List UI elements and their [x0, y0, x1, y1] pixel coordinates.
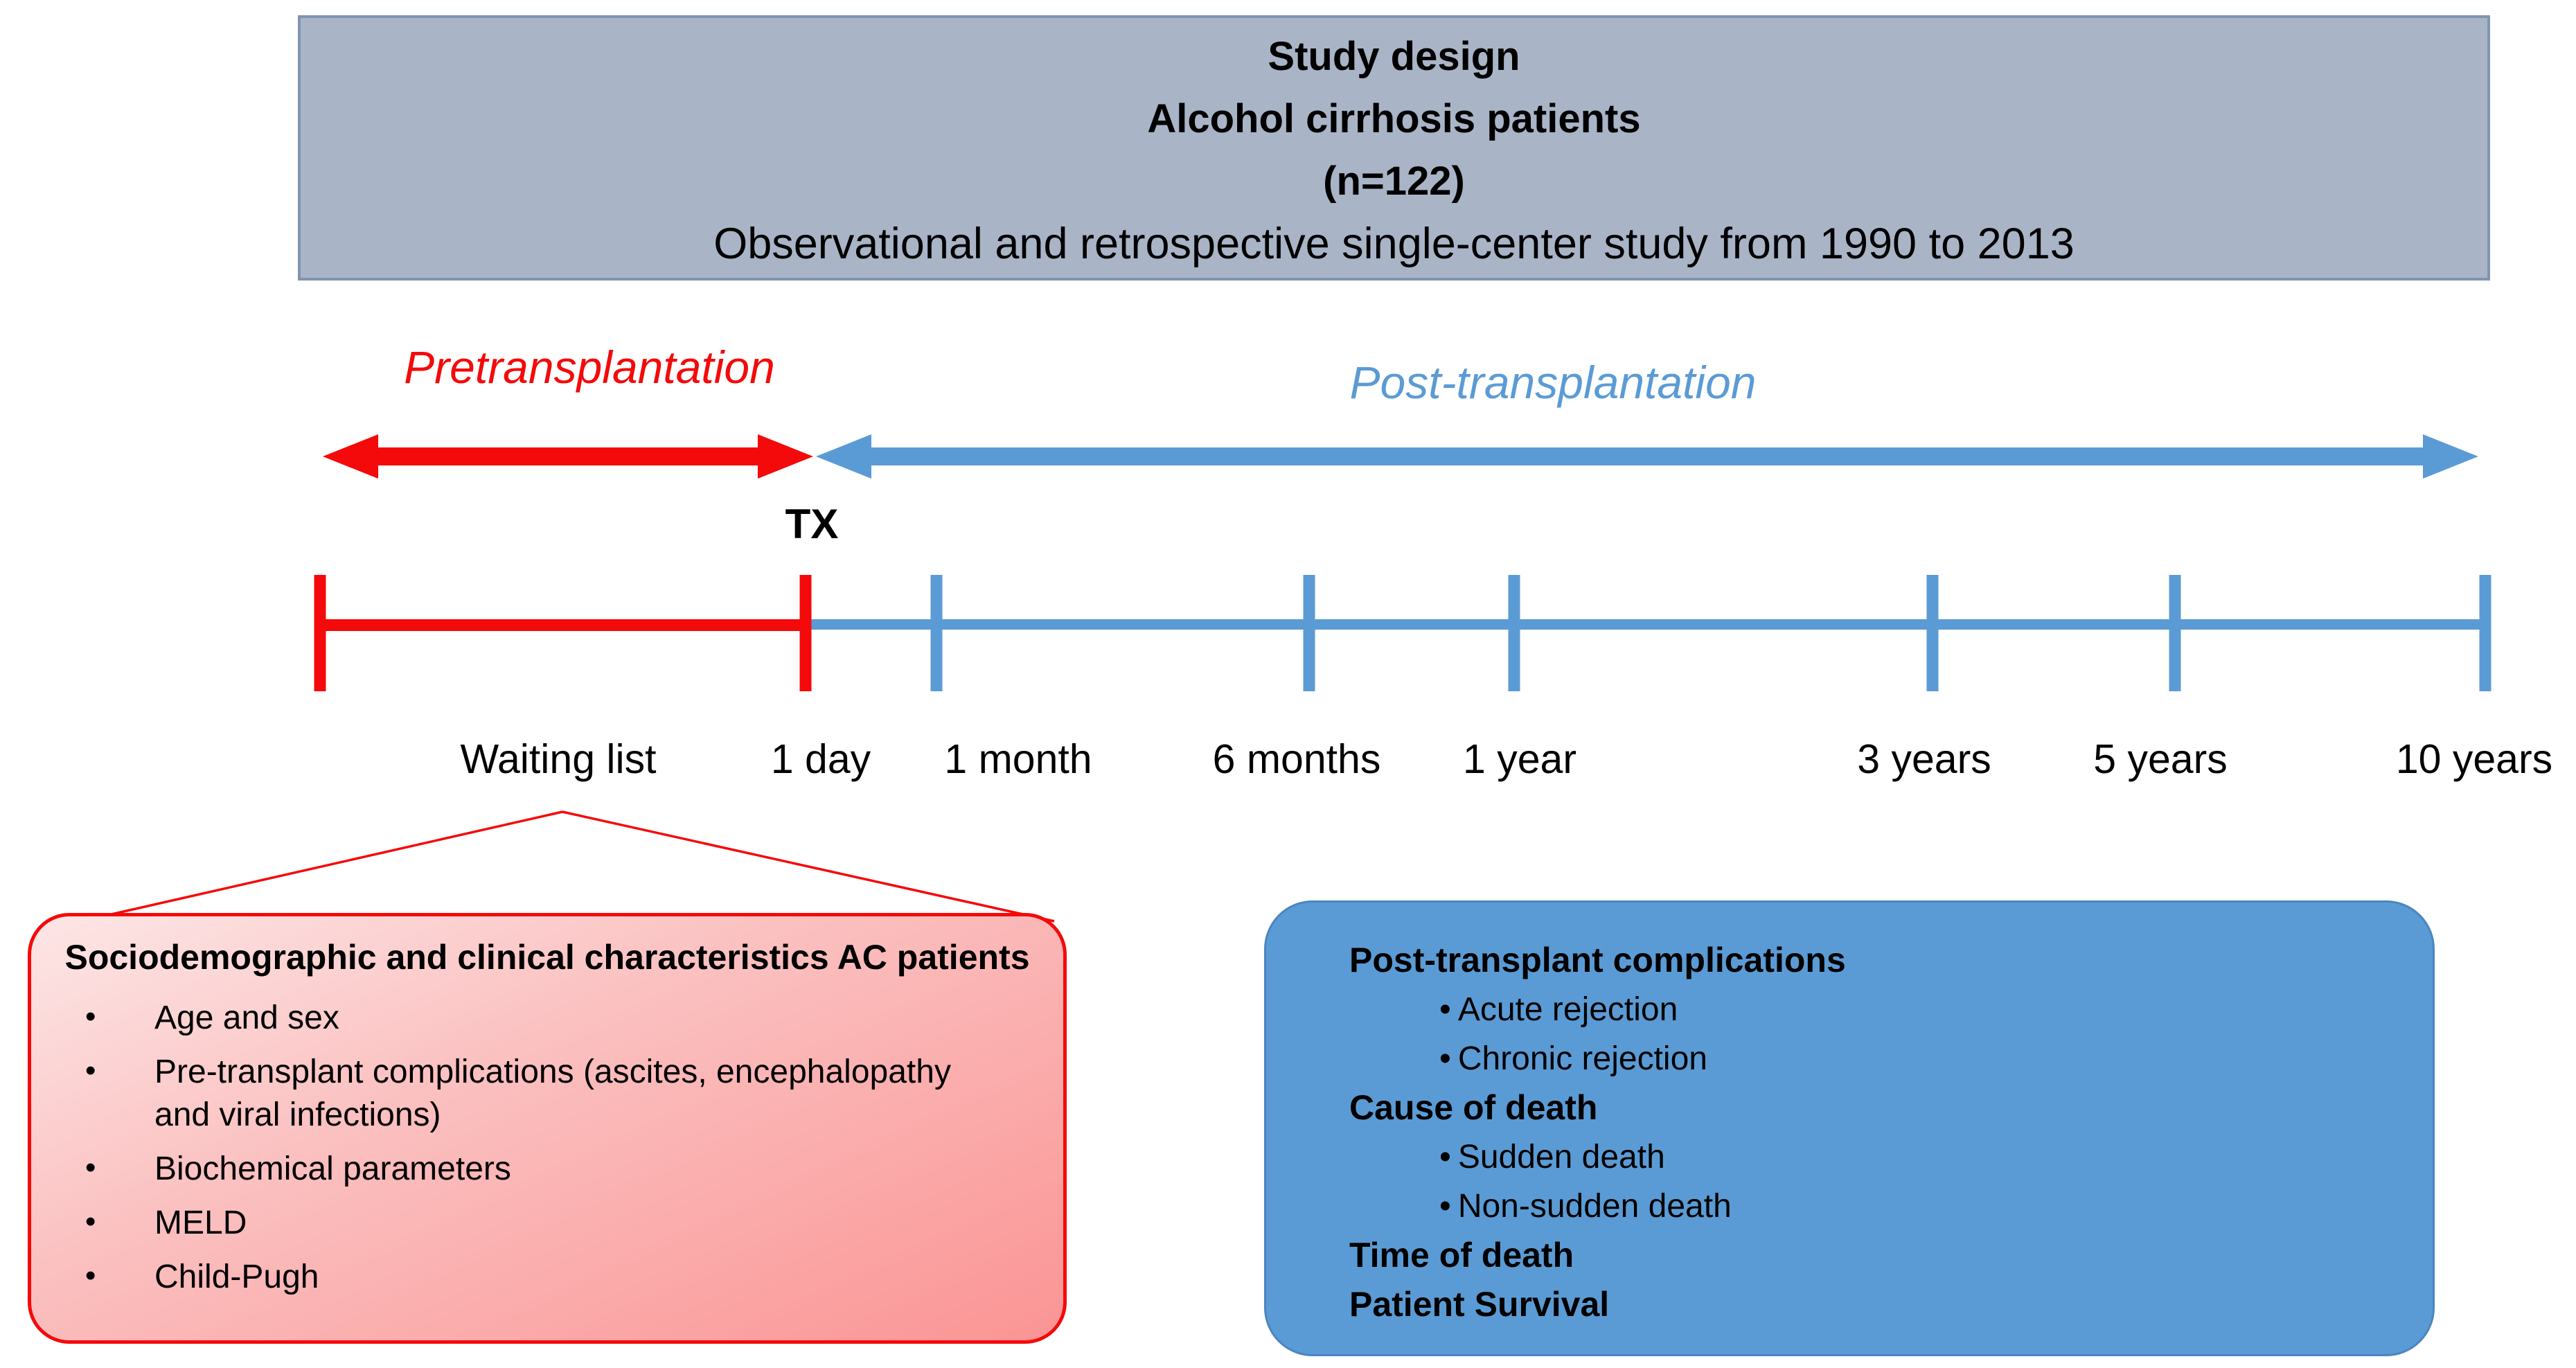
posttransplant-section-heading: Post-transplant complications: [1349, 936, 2405, 985]
study-design-header-box: Study design Alcohol cirrhosis patients …: [298, 15, 2490, 281]
pretransplant-bullet-item: Child-Pugh: [73, 1256, 1015, 1299]
pretransplant-bullet-item: Pre-transplant complications (ascites, e…: [73, 1051, 1015, 1137]
bullet-icon: •: [1439, 1040, 1451, 1077]
pretransplant-bullet-item: Biochemical parameters: [73, 1148, 1015, 1191]
pretransplant-bullet-item: MELD: [73, 1202, 1015, 1245]
posttransplant-outcomes-box: Post-transplant complications•Acute reje…: [1264, 900, 2435, 1356]
bullet-icon: •: [1439, 991, 1451, 1028]
arrow-shaft: [871, 447, 2423, 465]
timeline-tick: [1509, 575, 1520, 691]
header-title: Study design: [1268, 26, 1520, 88]
pretransplant-bullet-list: Age and sexPre-transplant complications …: [59, 997, 1036, 1299]
posttransplant-section-item: •Chronic rejection: [1349, 1034, 2405, 1083]
posttransplant-arrow: [816, 434, 2478, 479]
timeline-tick-label: 1 day: [771, 736, 871, 783]
timeline-tick: [1927, 575, 1939, 691]
timeline-tick: [1304, 575, 1315, 691]
timeline-tick-label: 5 years: [2093, 736, 2227, 783]
timeline-tick: [2480, 575, 2491, 691]
arrow-right-head-icon: [758, 434, 813, 479]
header-sample-size: (n=122): [1323, 150, 1465, 213]
posttransplant-section-heading: Time of death: [1349, 1231, 2405, 1280]
posttransplant-section-heading: Cause of death: [1349, 1083, 2405, 1132]
timeline-tick-label: Waiting list: [460, 736, 656, 783]
post-transplantation-label: Post-transplantation: [1349, 356, 1756, 409]
header-study-type: Observational and retrospective single-c…: [713, 213, 2075, 275]
timeline-post-segment: [809, 619, 2491, 630]
pretransplant-characteristics-box: Sociodemographic and clinical characteri…: [28, 913, 1067, 1344]
bullet-icon: •: [1439, 1139, 1451, 1175]
timeline-tick: [2169, 575, 2181, 691]
tx-label: TX: [785, 500, 839, 548]
bullet-icon: •: [1439, 1188, 1451, 1225]
timeline-tick-label: 3 years: [1857, 736, 1991, 783]
arrow-right-head-icon: [2423, 434, 2478, 479]
posttransplant-section-item: •Sudden death: [1349, 1132, 2405, 1182]
timeline-tick-label: 10 years: [2396, 736, 2552, 783]
timeline-pre-segment: [315, 619, 809, 631]
pretransplant-arrow: [323, 434, 813, 479]
arrow-left-head-icon: [323, 434, 378, 479]
pretransplant-bullet-item: Age and sex: [73, 997, 1015, 1040]
pretransplantation-label: Pretransplantation: [404, 341, 775, 393]
timeline-tick: [800, 575, 812, 691]
timeline-tick-label: 1 year: [1463, 736, 1576, 783]
timeline-tick-label: 6 months: [1213, 736, 1381, 783]
pretransplant-box-title: Sociodemographic and clinical characteri…: [59, 936, 1036, 979]
posttransplant-section-item: •Non-sudden death: [1349, 1182, 2405, 1231]
timeline-tick: [931, 575, 943, 691]
posttransplant-section-item: •Acute rejection: [1349, 985, 2405, 1034]
header-population: Alcohol cirrhosis patients: [1147, 88, 1640, 150]
timeline-tick: [314, 575, 326, 691]
arrow-left-head-icon: [816, 434, 871, 479]
timeline-tick-label: 1 month: [944, 736, 1092, 783]
posttransplant-section-heading: Patient Survival: [1349, 1280, 2405, 1329]
arrow-shaft: [378, 447, 758, 465]
